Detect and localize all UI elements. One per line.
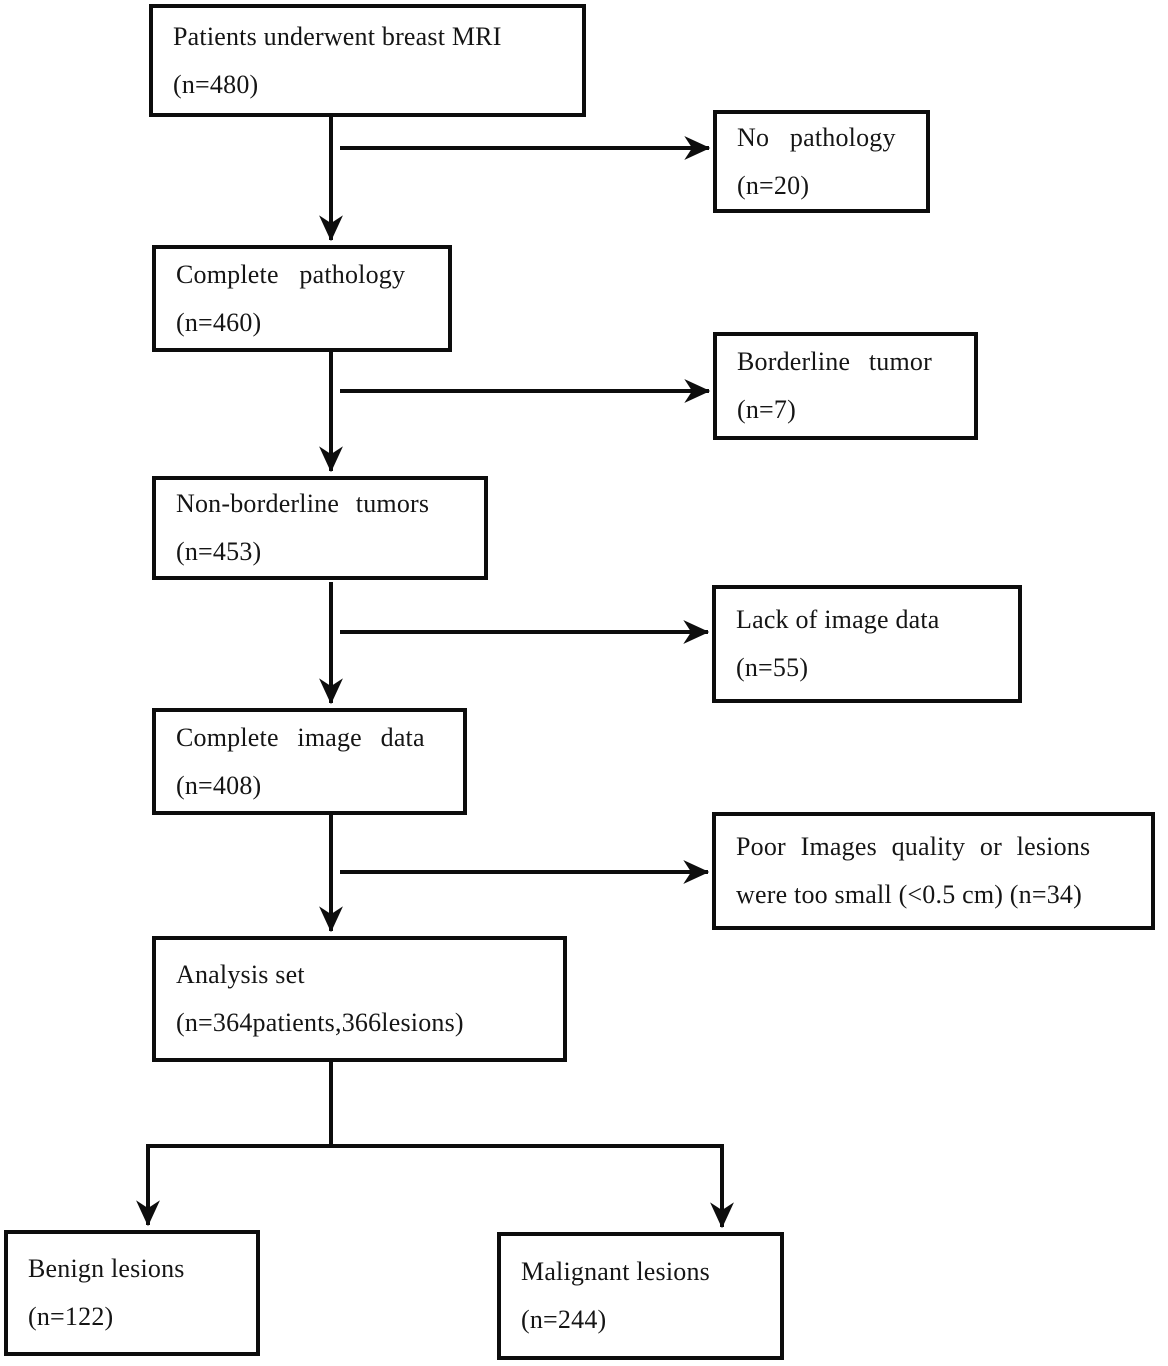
node-title: Complete pathology [176,259,406,289]
node-count: (n=364patients,366lesions) [176,1008,464,1037]
node-poor-image-quality: Poor Images quality or lesions were too … [712,812,1155,930]
node-non-borderline-tumors: Non-borderline tumors (n=453) [152,476,488,580]
node-count: (n=460) [176,307,262,337]
node-title: Borderline tumor [737,347,932,376]
node-benign-lesions: Benign lesions (n=122) [4,1230,260,1356]
node-analysis-set: Analysis set (n=364patients,366lesions) [152,936,567,1062]
node-title: No pathology [737,122,896,152]
node-title: Complete image data [176,722,425,752]
node-count: (n=7) [737,395,796,424]
node-title: Poor Images quality or lesions [736,832,1091,861]
node-title: Benign lesions [28,1254,185,1283]
node-count: (n=55) [736,653,809,682]
node-no-pathology: No pathology (n=20) [713,110,930,213]
node-complete-image-data: Complete image data (n=408) [152,708,467,815]
node-count: (n=244) [521,1305,607,1334]
node-count: were too small (<0.5 cm) (n=34) [736,880,1082,909]
node-complete-pathology: Complete pathology (n=460) [152,245,452,352]
node-title: Malignant lesions [521,1257,710,1286]
node-title: Non-borderline tumors [176,489,430,518]
node-borderline-tumor: Borderline tumor (n=7) [713,332,978,440]
node-count: (n=122) [28,1302,114,1331]
node-count: (n=20) [737,170,810,200]
node-title: Analysis set [176,960,305,989]
node-count: (n=408) [176,770,262,800]
node-title: Lack of image data [736,605,940,634]
node-title: Patients underwent breast MRI [173,21,502,51]
node-malignant-lesions: Malignant lesions (n=244) [497,1232,784,1360]
node-count: (n=480) [173,69,259,99]
node-count: (n=453) [176,537,262,566]
node-patients-underwent-mri: Patients underwent breast MRI (n=480) [149,4,586,117]
node-lack-of-image-data: Lack of image data (n=55) [712,585,1022,703]
